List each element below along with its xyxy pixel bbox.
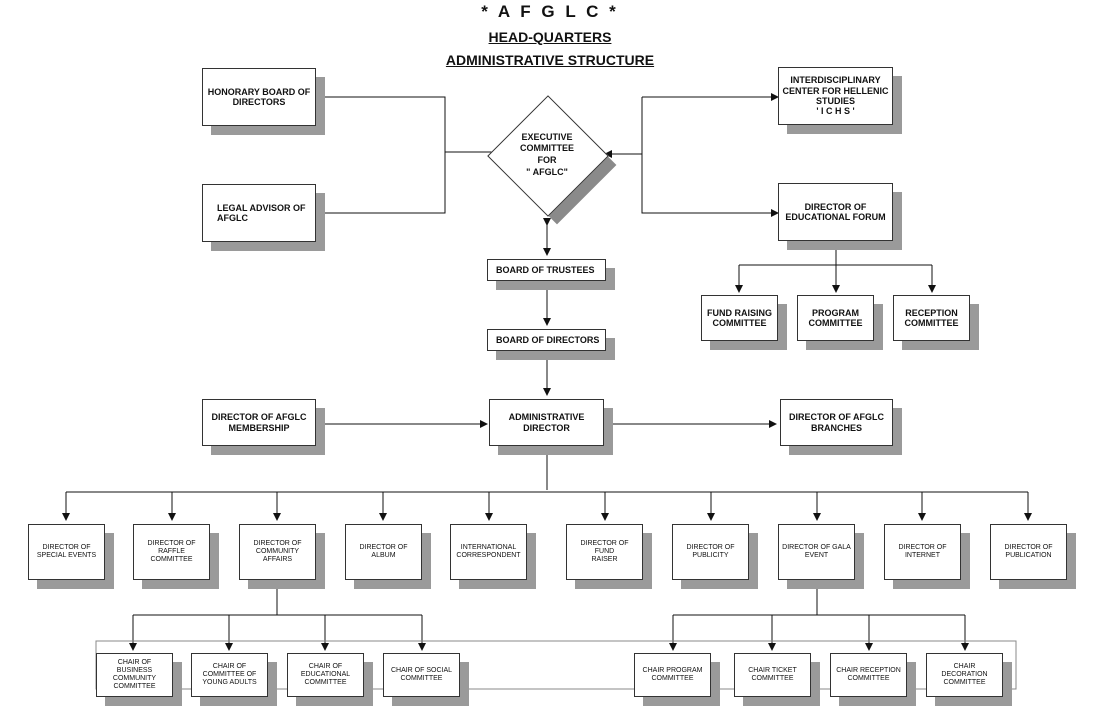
board-of-directors-box: BOARD OF DIRECTORS <box>487 329 606 351</box>
chair-box: CHAIR RECEPTION COMMITTEE <box>830 653 907 697</box>
board-of-trustees-box: BOARD OF TRUSTEES <box>487 259 606 281</box>
program-committee-box: PROGRAM COMMITTEE <box>797 295 874 341</box>
director-box: INTERNATIONAL CORRESPONDENT <box>450 524 527 580</box>
director-box: DIRECTOR OF COMMUNITY AFFAIRS <box>239 524 316 580</box>
org-subtitle: HEAD-QUARTERS <box>0 29 1100 45</box>
chair-box: CHAIR OF COMMITTEE OF YOUNG ADULTS <box>191 653 268 697</box>
director-box: DIRECTOR OF INTERNET <box>884 524 961 580</box>
org-title: * A F G L C * <box>481 2 619 21</box>
director-box: DIRECTOR OF GALA EVENT <box>778 524 855 580</box>
structure-heading: ADMINISTRATIVE STRUCTURE <box>0 52 1100 68</box>
director-box: DIRECTOR OF FUND RAISER <box>566 524 643 580</box>
reception-committee-box: RECEPTION COMMITTEE <box>893 295 970 341</box>
director-box: DIRECTOR OF PUBLICITY <box>672 524 749 580</box>
ichs-box: INTERDISCIPLINARY CENTER FOR HELLENIC ST… <box>778 67 893 125</box>
executive-committee-label: EXECUTIVE COMMITTEE FOR " AFGLC" <box>520 131 574 177</box>
chair-box: CHAIR DECORATION COMMITTEE <box>926 653 1003 697</box>
legal-advisor-box: LEGAL ADVISOR OF AFGLC <box>202 184 316 242</box>
chair-box: CHAIR PROGRAM COMMITTEE <box>634 653 711 697</box>
chair-box: CHAIR OF EDUCATIONAL COMMITTEE <box>287 653 364 697</box>
administrative-director-box: ADMINISTRATIVE DIRECTOR <box>489 399 604 446</box>
director-box: DIRECTOR OF RAFFLE COMMITTEE <box>133 524 210 580</box>
director-box: DIRECTOR OF SPECIAL EVENTS <box>28 524 105 580</box>
director-box: DIRECTOR OF ALBUM <box>345 524 422 580</box>
honorary-board-box: HONORARY BOARD OF DIRECTORS <box>202 68 316 126</box>
subtitle-text: HEAD-QUARTERS <box>488 29 612 45</box>
educational-forum-box: DIRECTOR OF EDUCATIONAL FORUM <box>778 183 893 241</box>
branches-director-box: DIRECTOR OF AFGLC BRANCHES <box>780 399 893 446</box>
chair-box: CHAIR TICKET COMMITTEE <box>734 653 811 697</box>
heading-text: ADMINISTRATIVE STRUCTURE <box>445 52 655 68</box>
chair-box: CHAIR OF SOCIAL COMMITTEE <box>383 653 460 697</box>
membership-director-box: DIRECTOR OF AFGLC MEMBERSHIP <box>202 399 316 446</box>
chair-box: CHAIR OF BUSINESS COMMUNITY COMMITTEE <box>96 653 173 697</box>
director-box: DIRECTOR OF PUBLICATION <box>990 524 1067 580</box>
fund-raising-committee-box: FUND RAISING COMMITTEE <box>701 295 778 341</box>
executive-committee-diamond: EXECUTIVE COMMITTEE FOR " AFGLC" <box>487 95 617 225</box>
